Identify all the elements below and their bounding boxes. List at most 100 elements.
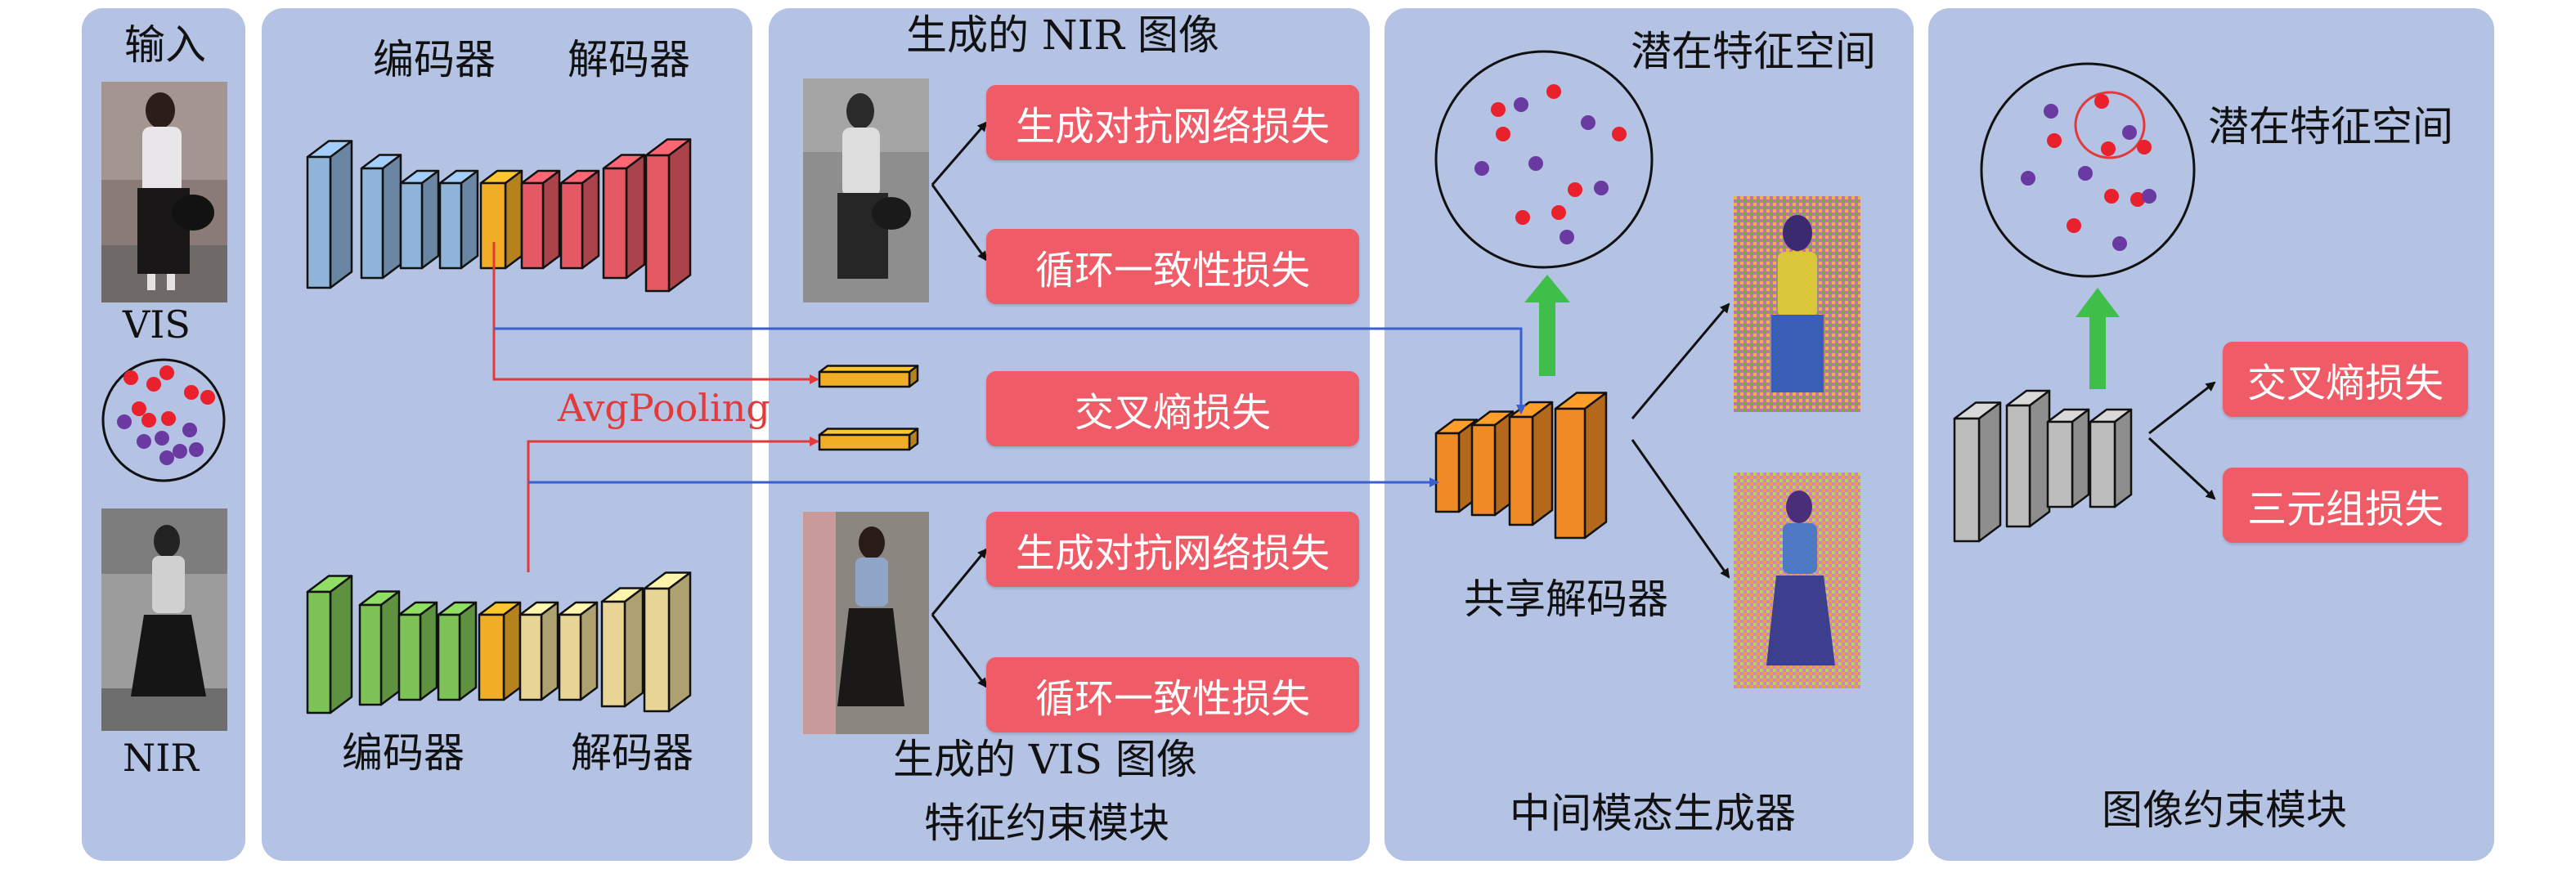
nir-generator-layer-7-front	[558, 613, 582, 701]
nir-generator-layer-5-front	[478, 613, 505, 701]
nir-generator-layer-4-side	[458, 601, 478, 701]
nir-generator-layer-2-side	[379, 590, 401, 706]
vis-generator-layer-7-side	[581, 169, 600, 270]
nir-generator-layer-9	[643, 571, 692, 713]
nir-generator-layer-6-side	[540, 601, 559, 701]
arrow-cnn-triplet	[2147, 437, 2216, 500]
latent-space-circle-image	[1980, 62, 2196, 278]
green-arrow-image	[2076, 288, 2120, 389]
shared-decoder-layer-1-front	[1434, 432, 1461, 513]
vis-generator-layer-4-side	[460, 169, 479, 270]
cluster-highlight	[2074, 91, 2146, 159]
shared-decoder-layer-3	[1508, 401, 1554, 526]
latent-dot-input-12	[182, 423, 197, 437]
nir-generator-layer-9-front	[643, 587, 671, 713]
latent-dot-input-6	[141, 413, 156, 428]
latent-dot-intermediate-9	[1581, 115, 1595, 130]
latent-dot-intermediate-8	[1514, 97, 1528, 112]
arrow-nir-adv	[931, 121, 988, 186]
latent-dot-input-9	[117, 414, 132, 429]
pooling-line-top	[492, 242, 819, 384]
nir-generator-layer-8	[600, 587, 644, 708]
latent-dot-intermediate-12	[1594, 181, 1609, 195]
decoder-label-bottom: 解码器	[571, 729, 693, 777]
pooled-feature-top-front	[818, 370, 911, 388]
latent-dot-intermediate-11	[1528, 156, 1543, 171]
image-cnn-layer-3-side	[2071, 408, 2090, 508]
shared-decoder-label: 共享解码器	[1464, 576, 1668, 623]
pooled-feature-bottom	[818, 428, 919, 451]
green-arrow-intermediate	[1524, 275, 1570, 376]
triplet-loss: 三元组损失	[2223, 468, 2468, 543]
cross-entropy-loss-feature: 交叉熵损失	[986, 371, 1359, 446]
latent-dot-image-9	[2122, 125, 2137, 140]
arrow-vis-cycle	[931, 614, 988, 688]
nir-generator-layer-5-side	[502, 601, 522, 701]
latent-dot-image-12	[2142, 189, 2156, 204]
vis-generator-layer-5-side	[504, 169, 523, 270]
arrow-cnn-ce	[2148, 381, 2216, 435]
nir-generator-layer-6-front	[518, 613, 543, 701]
latent-dot-input-14	[159, 450, 174, 465]
nir-generator-layer-2	[358, 590, 401, 706]
nir-generator-layer-9-side	[667, 571, 692, 713]
vis-generator-layer-2	[360, 154, 402, 280]
latent-dot-intermediate-5	[1568, 182, 1582, 197]
image-cnn-layer-4	[2089, 408, 2133, 508]
nir-generator-layer-1-front	[306, 590, 332, 714]
nir-generator-layer-8-front	[600, 600, 626, 708]
pooling-line-bottom	[527, 437, 819, 572]
latent-dot-image-2	[2047, 133, 2062, 148]
latent-dot-image-7	[2067, 218, 2081, 233]
shared-decoder-layer-4-side	[1583, 392, 1608, 540]
nir-generator-layer-5	[478, 601, 522, 701]
vis-generator-layer-9-front	[644, 154, 671, 293]
input-title: 输入	[124, 21, 206, 69]
nir-generator-layer-8-side	[623, 587, 644, 708]
vis-generator-layer-6-front	[520, 181, 545, 270]
vis-generator-layer-7	[559, 169, 600, 270]
nir-generator-layer-4	[437, 601, 478, 701]
shared-decoder-layer-3-side	[1531, 401, 1554, 526]
latent-dot-intermediate-6	[1551, 205, 1566, 220]
arrow-decoder-to-image-top	[1631, 302, 1730, 419]
latent-dot-intermediate-10	[1474, 161, 1489, 176]
latent-dot-input-3	[159, 365, 174, 380]
vis-generator-layer-4	[438, 169, 479, 270]
vis-generator-layer-3	[399, 169, 440, 270]
shared-decoder-layer-1	[1434, 419, 1479, 513]
vis-generator-layer-7-front	[559, 181, 584, 270]
image-cnn-layer-1-side	[1977, 401, 2002, 543]
latent-dot-intermediate-3	[1546, 84, 1561, 99]
vis-generator-layer-3-side	[420, 169, 440, 270]
latent-dot-intermediate-1	[1491, 102, 1506, 117]
vis-generator-layer-5-front	[479, 181, 507, 270]
latent-space-label-image: 潜在特征空间	[2208, 103, 2453, 150]
generated-nir-image	[803, 78, 929, 302]
latent-dot-intermediate-2	[1496, 127, 1510, 141]
latent-dot-image-4	[2137, 140, 2152, 155]
generated-vis-image	[803, 512, 929, 734]
nir-generator-layer-1	[306, 575, 353, 714]
cycle-loss-bottom: 循环一致性损失	[986, 657, 1359, 732]
vis-generator-layer-2-side	[381, 154, 402, 280]
latent-dot-image-6	[2104, 189, 2119, 204]
vis-generator-layer-8	[602, 154, 646, 280]
feature-line-vis	[494, 327, 1526, 414]
pooled-feature-bottom-front	[818, 433, 911, 451]
image-cnn-layer-4-side	[2113, 408, 2133, 508]
avgpooling-label: AvgPooling	[558, 386, 770, 430]
latent-dot-image-3	[2101, 141, 2116, 156]
latent-dot-intermediate-7	[1515, 210, 1530, 225]
vis-generator-layer-8-side	[625, 154, 646, 280]
feature-constraint-title: 特征约束模块	[924, 800, 1169, 847]
shared-decoder-layer-4-front	[1554, 407, 1586, 540]
image-cnn-layer-2	[2005, 389, 2051, 528]
encoder-label-bottom: 编码器	[342, 729, 464, 777]
nir-generator-layer-4-front	[437, 613, 461, 701]
vis-generator-layer-2-front	[360, 167, 384, 280]
latent-dot-intermediate-4	[1612, 127, 1627, 141]
vis-input-image	[101, 82, 227, 302]
cycle-loss-top: 循环一致性损失	[986, 229, 1359, 304]
intermediate-modality-image-bottom	[1734, 473, 1860, 688]
